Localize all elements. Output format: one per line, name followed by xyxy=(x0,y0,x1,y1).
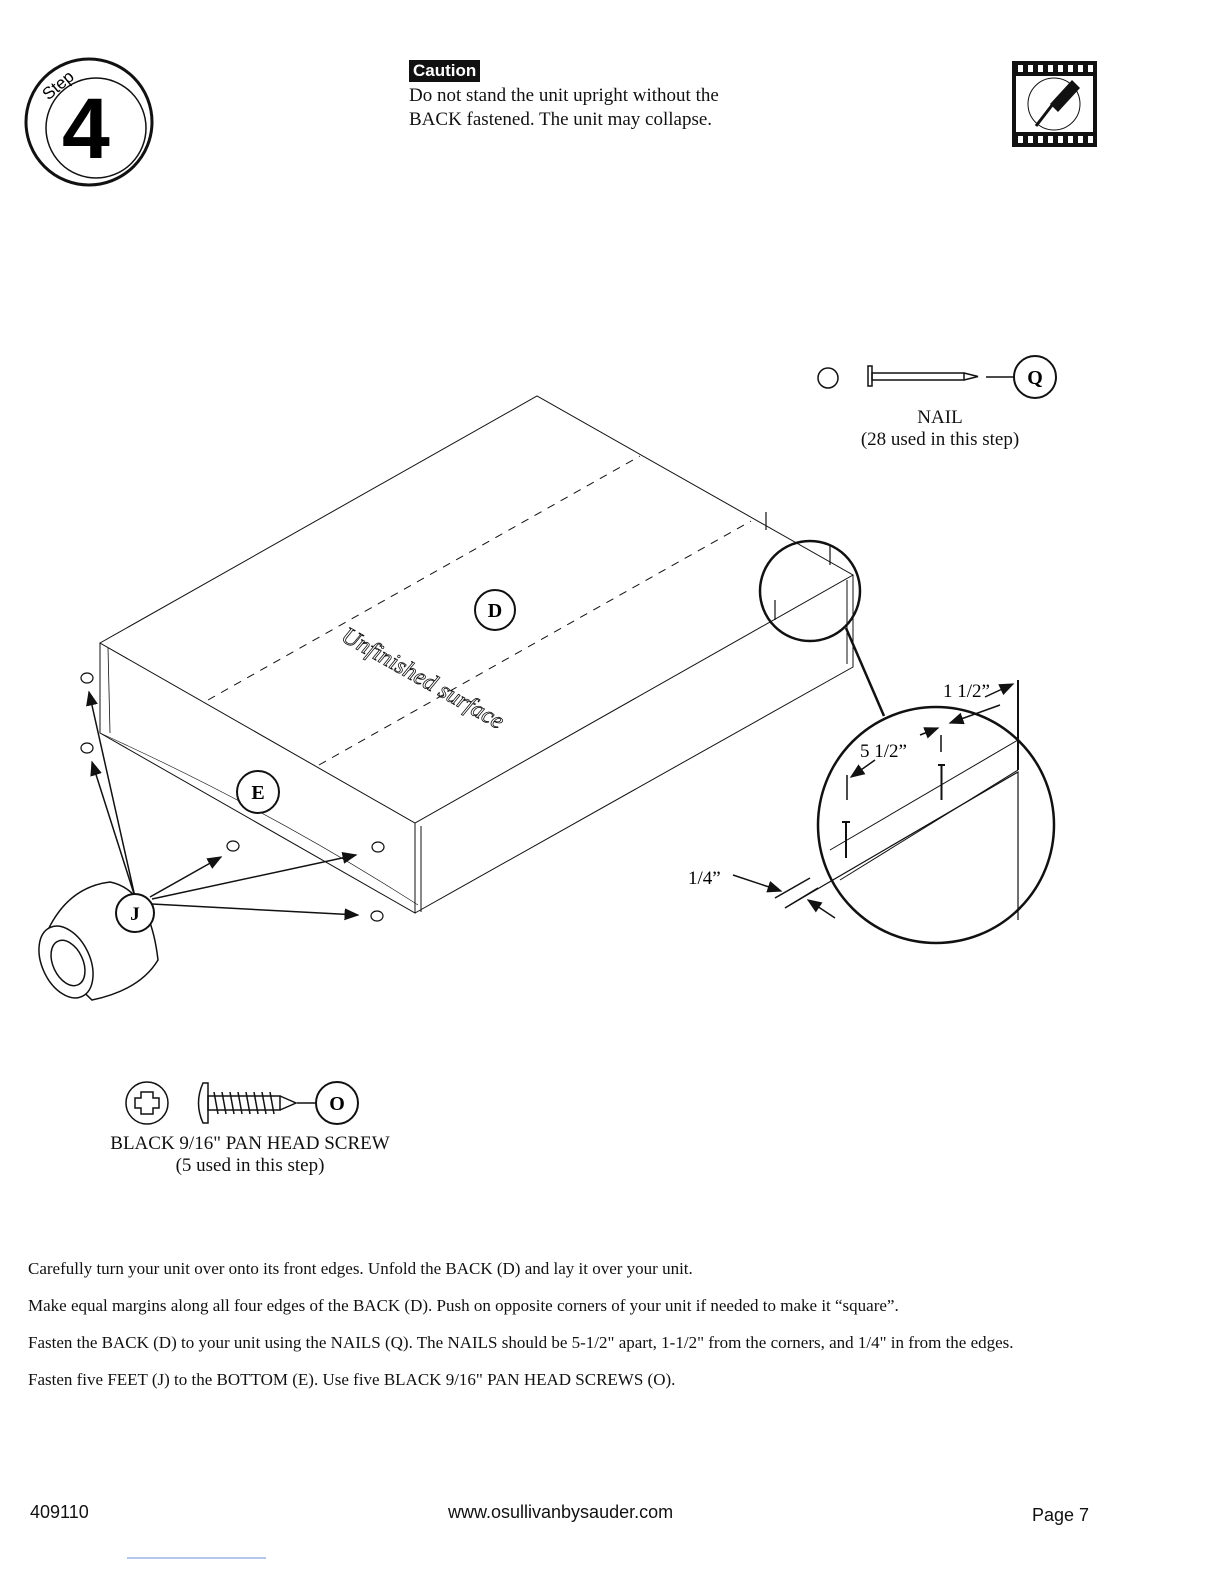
nail-spacing-label: 5 1/2” xyxy=(860,741,907,762)
bottom-part-letter: E xyxy=(251,782,264,804)
caution-badge: Caution xyxy=(409,60,481,82)
nail-usage: (28 used in this step) xyxy=(860,429,1020,450)
screw-hardware xyxy=(125,1081,359,1125)
nail-hardware: Q xyxy=(817,355,1057,399)
page-number: Page 7 xyxy=(1032,1505,1090,1525)
caution-line-2: BACK fastened. The unit may collapse. xyxy=(409,109,713,130)
screw-part-letter: O xyxy=(329,1093,345,1115)
nail-name: NAIL xyxy=(917,407,963,428)
edge-margin-label: 1/4” xyxy=(688,868,721,889)
product-code: 409110 xyxy=(30,1502,89,1522)
website-link[interactable]: www.osullivanbysauder.com xyxy=(448,1502,674,1522)
bottom-part-callout: E xyxy=(236,770,280,814)
instruction-2: Make equal margins along all four edges … xyxy=(28,1296,899,1315)
instruction-3: Fasten the BACK (D) to your unit using t… xyxy=(28,1333,1014,1352)
cabinet-box xyxy=(98,395,855,914)
caution-text: Do not stand the unit upright without th… xyxy=(409,84,769,132)
instruction-4: Fasten five FEET (J) to the BOTTOM (E). … xyxy=(28,1370,676,1389)
screw-usage: (5 used in this step) xyxy=(175,1155,325,1176)
nail-part-letter: Q xyxy=(1027,367,1043,389)
nail-caption: NAIL (28 used in this step) xyxy=(840,407,1040,451)
caution-line-1: Do not stand the unit upright without th… xyxy=(409,85,719,106)
screw-caption: BLACK 9/16" PAN HEAD SCREW (5 used in th… xyxy=(90,1133,410,1177)
corner-spacing-label: 1 1/2” xyxy=(943,681,990,702)
screwdriver-icon xyxy=(1012,61,1097,147)
step-badge: Step 4 xyxy=(24,57,154,187)
feet-markers xyxy=(80,672,385,922)
back-part-callout: D xyxy=(474,589,516,631)
screw-name: BLACK 9/16" PAN HEAD SCREW xyxy=(110,1133,390,1154)
detail-callout xyxy=(732,512,1056,945)
back-part-letter: D xyxy=(488,600,502,622)
feet-arrows xyxy=(86,690,360,921)
feet-part-letter: J xyxy=(130,904,140,925)
unfinished-surface-label: Unfinished surface xyxy=(337,623,508,735)
instructions: Carefully turn your unit over onto its f… xyxy=(28,1259,1108,1407)
instruction-1: Carefully turn your unit over onto its f… xyxy=(28,1259,693,1278)
step-number: 4 xyxy=(62,81,110,177)
foot-part: J xyxy=(38,881,159,1001)
